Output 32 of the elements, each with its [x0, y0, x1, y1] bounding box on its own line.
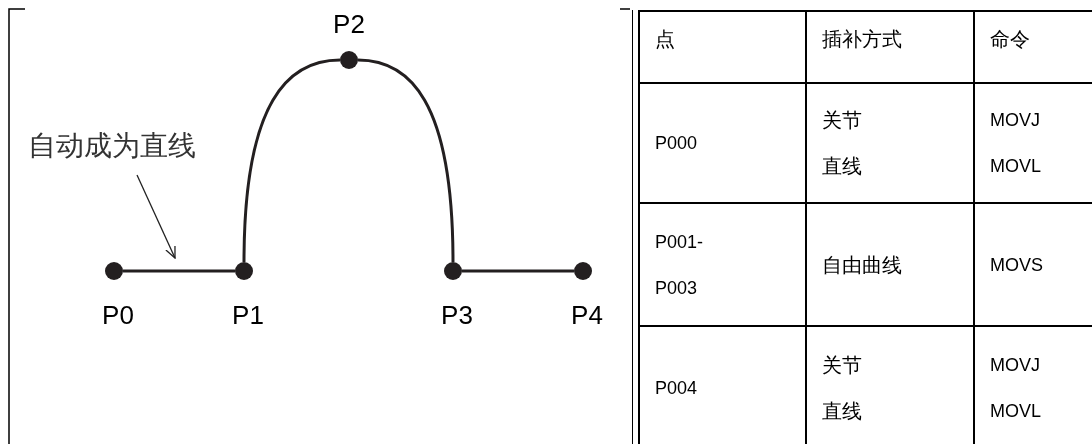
cell-text: 自由曲线 — [822, 252, 903, 278]
cell-text: 关节 — [822, 352, 863, 378]
point-label: P3 — [441, 302, 473, 328]
cell-text: MOVL — [990, 399, 1042, 423]
path-segment — [123, 269, 235, 273]
path-segment — [242, 58, 341, 263]
cell-text: 直线 — [822, 398, 863, 424]
cell-text: MOVL — [990, 155, 1042, 178]
cell-text: P000 — [655, 132, 699, 155]
cell-text: 点 — [655, 27, 676, 52]
cell-text: 直线 — [822, 154, 863, 179]
path-segment — [357, 58, 455, 263]
cell-text: 关节 — [822, 108, 863, 133]
point-label: P4 — [571, 302, 603, 328]
cell-text: 插补方式 — [822, 27, 903, 52]
path-point — [235, 262, 253, 280]
point-label: P1 — [232, 302, 264, 328]
path-segment — [462, 269, 574, 273]
point-label: P2 — [333, 11, 365, 37]
annotation-text: 自动成为直线 — [28, 129, 196, 163]
path-point — [574, 262, 592, 280]
point-label: P0 — [102, 302, 134, 328]
path-point — [444, 262, 462, 280]
cell-text: MOVJ — [990, 353, 1041, 377]
cell-text: MOVS — [990, 253, 1044, 277]
path-point — [105, 262, 123, 280]
leader-arrow — [136, 174, 176, 259]
cell-text: P001-P003 — [655, 230, 705, 300]
path-point — [340, 51, 358, 69]
cell-text: P004 — [655, 376, 699, 400]
cell-text: 命令 — [990, 27, 1031, 52]
cell-text: MOVJ — [990, 109, 1041, 132]
